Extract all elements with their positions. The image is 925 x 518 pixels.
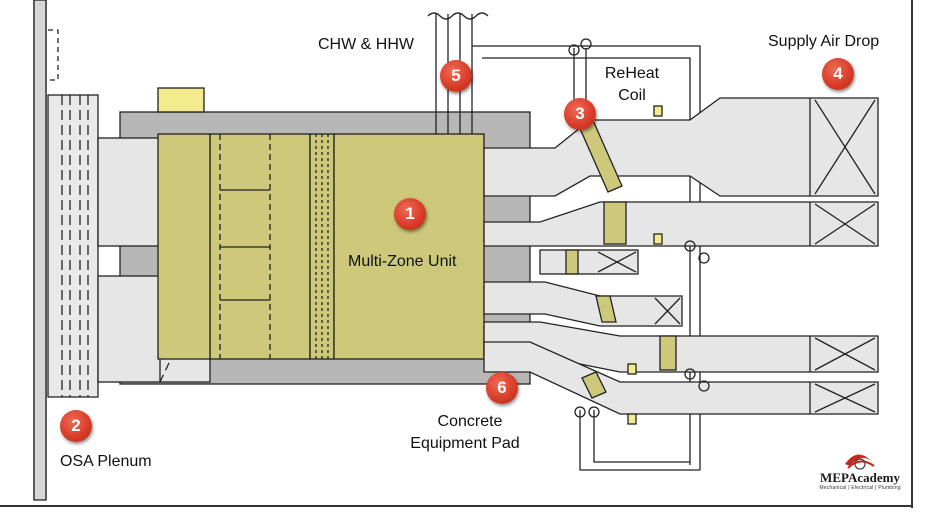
badge-4-supply-drop: 4	[822, 58, 854, 90]
osa-plenum	[47, 94, 99, 398]
badge-6-pad: 6	[486, 372, 518, 404]
reheat-coils	[565, 105, 677, 425]
building-wall	[33, 0, 59, 501]
reheat-piping	[568, 38, 710, 471]
logo-subtitle: Mechanical | Electrical | Plumbing	[819, 485, 901, 491]
badge-3-reheat: 3	[564, 98, 596, 130]
supply-ducts	[483, 97, 879, 415]
reheat-label-line1: ReHeat	[604, 65, 660, 82]
chw-hhw-pipes	[427, 12, 701, 470]
multi-zone-unit-label: Multi-Zone Unit	[348, 253, 457, 270]
badge-2-plenum: 2	[60, 410, 92, 442]
supply-air-drop-label: Supply Air Drop	[768, 33, 880, 50]
pipes-label: CHW & HHW	[318, 36, 414, 53]
pad-label-line1: Concrete	[437, 413, 503, 430]
reheat-label-line2: Coil	[618, 87, 646, 104]
multi-zone-unit	[157, 133, 485, 360]
mep-academy-logo-icon	[845, 454, 875, 470]
badge-1-unit: 1	[394, 198, 426, 230]
mep-academy-logo: MEPAcademy Mechanical | Electrical | Plu…	[810, 440, 910, 496]
pad-label-line2: Equipment Pad	[410, 435, 520, 452]
osa-plenum-label: OSA Plenum	[60, 453, 152, 470]
logo-title: MEPAcademy	[820, 470, 900, 485]
badge-5-pipes: 5	[440, 60, 472, 92]
